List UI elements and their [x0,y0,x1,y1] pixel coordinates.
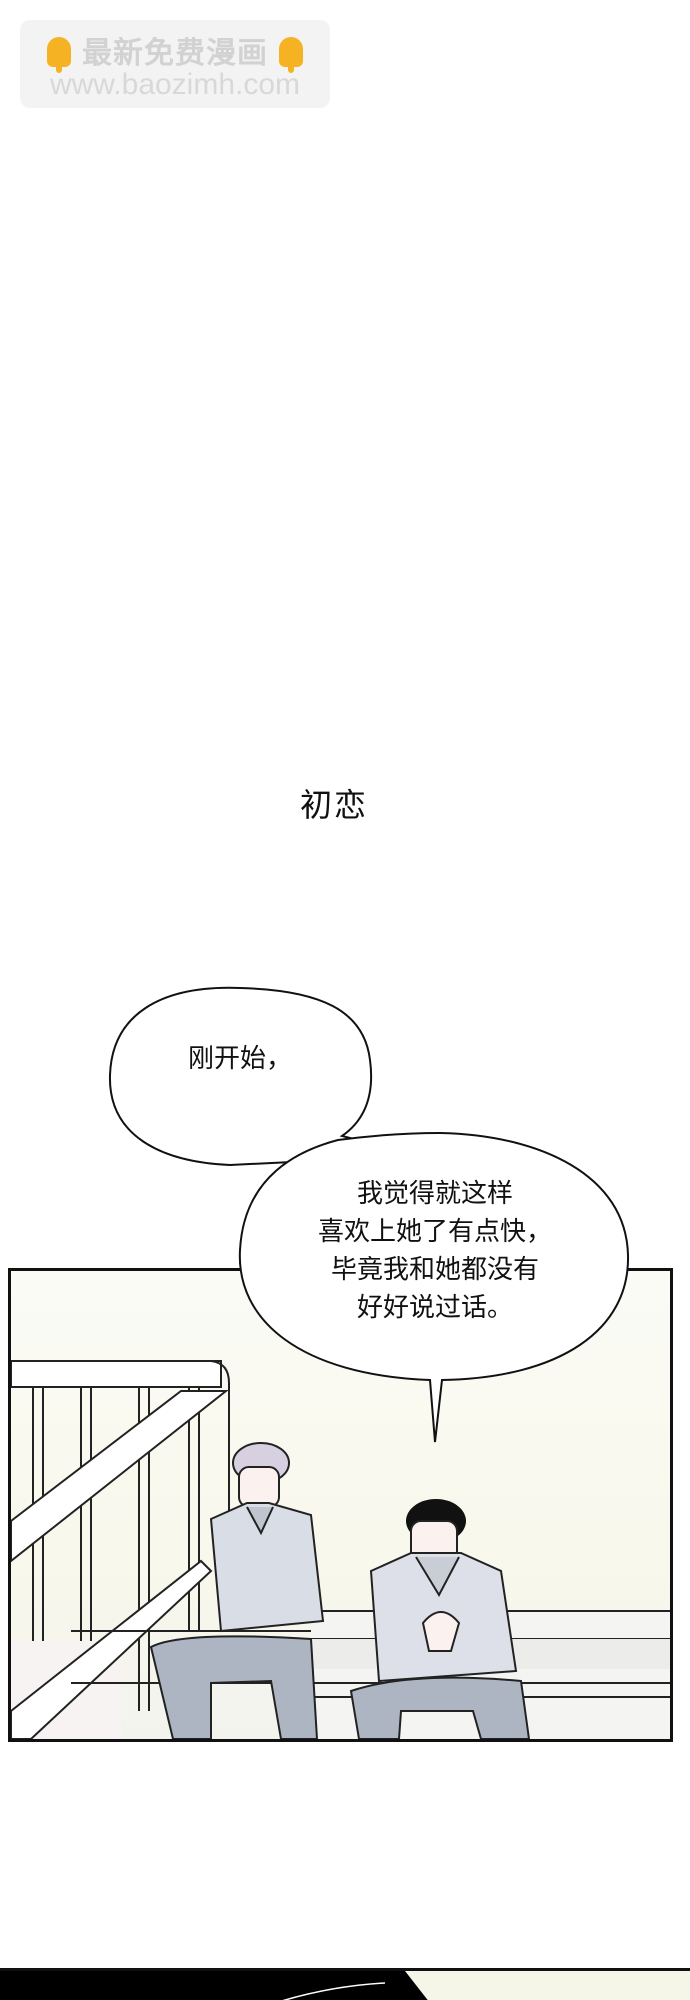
pointing-down-hand-icon [46,36,71,73]
watermark-url: www.baozimh.com [49,68,301,101]
bubble-2-line-1: 我觉得就这样 [356,1179,513,1209]
speech-bubble-2: 我觉得就这样 喜欢上她了有点快， 毕竟我和她都没有 好好说过话。 [250,1175,620,1327]
panel-illustration [11,1360,670,1739]
bubble-2-line-4: 好好说过话。 [356,1293,513,1323]
watermark-title-row: 最新免费漫画 [20,28,330,73]
comic-panel [8,1268,673,1742]
watermark-title: 最新免费漫画 [82,36,268,71]
watermark-banner: 最新免费漫画 www.baozimh.com [20,20,330,108]
next-panel-top [0,1968,690,2000]
chapter-title: 初恋 [300,786,369,824]
bubble-1-line-1: 刚开始， [187,1044,292,1074]
next-panel-illustration [0,1971,428,2000]
pointing-down-hand-icon [279,36,304,73]
bubble-2-line-2: 喜欢上她了有点快， [317,1217,552,1247]
bubble-2-line-3: 毕竟我和她都没有 [330,1255,539,1285]
speech-bubble-1: 刚开始， [110,1040,370,1078]
